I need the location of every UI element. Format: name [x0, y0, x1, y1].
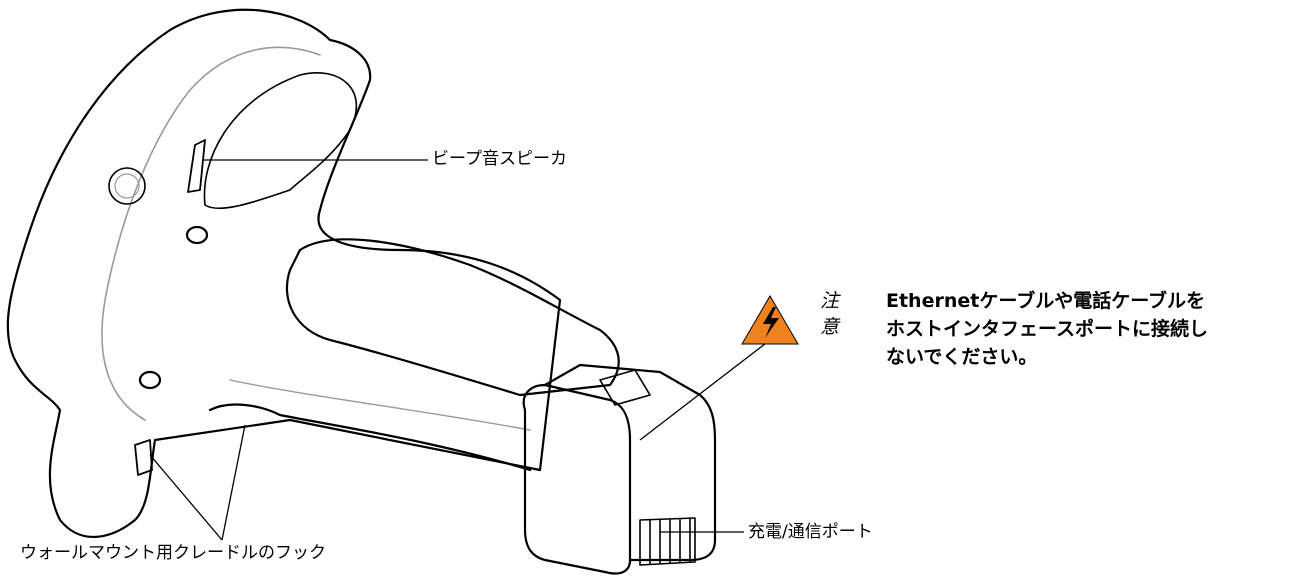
scanner-handle: [285, 238, 620, 397]
leader-hook-1: [149, 454, 223, 541]
base-connector: [599, 369, 651, 406]
port-grille: [639, 517, 696, 566]
label-charge-port: 充電/通信ポート: [748, 522, 873, 542]
leader-caution: [639, 339, 771, 441]
caution-text-line: Ethernetケーブルや電話ケーブルを: [886, 290, 1206, 312]
logo-emblem-inner: [114, 173, 140, 199]
caution-text-line: ないでください。: [886, 346, 1038, 368]
scanner-head-shell: [6, 8, 562, 538]
hook-slot: [134, 439, 153, 476]
handle-underside: [208, 403, 532, 472]
label-speaker: ビープ音スピーカ: [432, 149, 567, 169]
scanner-window: [203, 72, 358, 210]
caution-text-line: ホストインタフェースポートに接続し: [886, 318, 1209, 340]
label-wall-mount-hooks: ウォールマウント用クレードルのフック: [20, 543, 326, 563]
logo-emblem: [108, 167, 146, 205]
scanner-head-face: [101, 46, 321, 421]
base-module: [522, 383, 632, 575]
speaker-slot: [187, 139, 206, 193]
high-voltage-warning-icon: [741, 295, 799, 345]
caution-title: 注意: [820, 290, 840, 338]
base-module-top: [543, 363, 717, 562]
screw-hole-upper: [185, 225, 209, 245]
leader-hook-2: [221, 424, 246, 541]
handle-groove: [229, 379, 531, 431]
screw-hole-lower: [138, 370, 162, 390]
